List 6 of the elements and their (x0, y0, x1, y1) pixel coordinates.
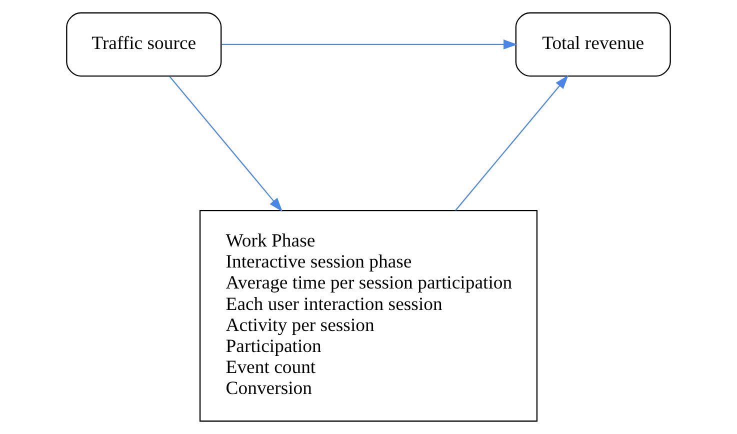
arrow (455, 75, 568, 211)
node-box: Work Phase Interactive session phase Average time per session participation Each user interaction session Activity per session Participation Event count Conversion (199, 210, 538, 422)
node-box: Total revenue (515, 12, 671, 77)
arrow (222, 40, 518, 50)
arrow (169, 76, 283, 212)
node-box: Traffic source (66, 12, 222, 77)
